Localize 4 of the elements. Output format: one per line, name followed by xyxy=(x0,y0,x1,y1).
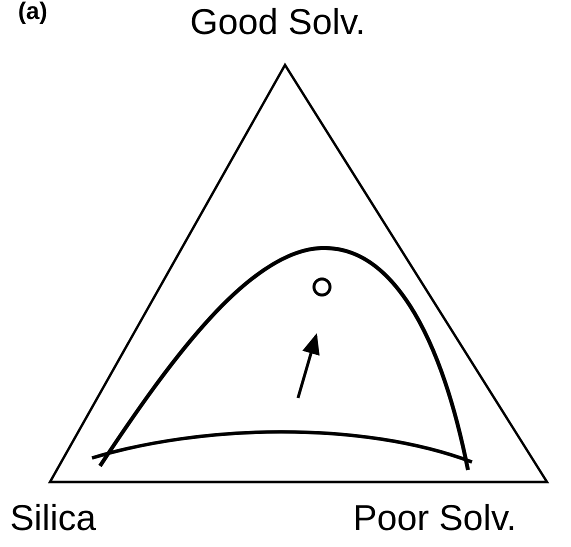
vertex-label: Silica xyxy=(10,500,96,536)
vertex-label: Good Solv. xyxy=(190,4,366,40)
panel-label: (a) xyxy=(18,0,48,24)
vertex-label: Poor Solv. xyxy=(353,500,516,536)
